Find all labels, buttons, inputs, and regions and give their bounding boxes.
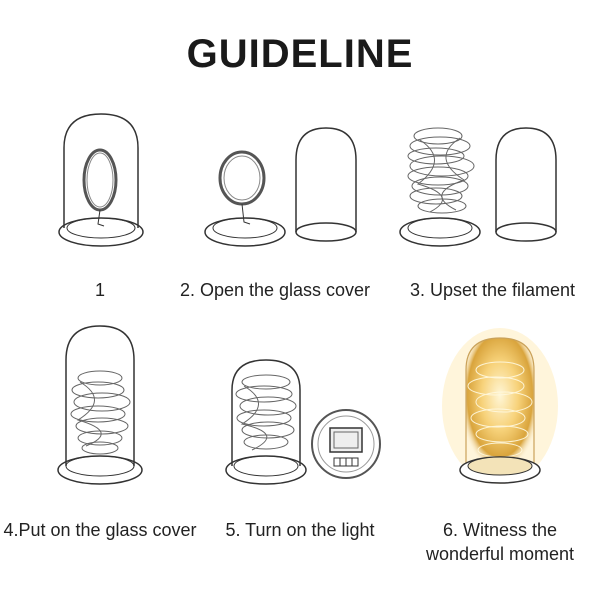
- page-title: GUIDELINE: [186, 32, 414, 76]
- step-1-illustration: [58, 113, 144, 247]
- step-6-caption-line1: 6. Witness the: [442, 520, 558, 540]
- step-2: 2. Open the glass cover: [160, 100, 390, 370]
- step-4: 4.Put on the glass cover: [0, 320, 200, 590]
- step-6-illustration: [442, 328, 558, 484]
- step-4-caption: 4.Put on the glass cover: [3, 520, 197, 540]
- step-3-illustration: [399, 127, 557, 247]
- step-6-caption-line2: wonderful moment: [425, 544, 575, 564]
- step-6: 6. Witness the wonderful moment: [400, 320, 600, 590]
- step-5-caption: 5. Turn on the light: [225, 520, 375, 540]
- step-1-caption: 1: [94, 280, 105, 300]
- step-4-illustration: [57, 325, 143, 485]
- step-3: 3. Upset the filament: [390, 100, 595, 370]
- step-5-illustration: [225, 359, 381, 485]
- step-2-illustration: [204, 127, 357, 247]
- step-1: 1: [0, 100, 200, 370]
- step-5: 5. Turn on the light: [200, 320, 400, 590]
- step-2-caption: 2. Open the glass cover: [179, 280, 371, 300]
- base-switch-icon: [311, 409, 381, 479]
- step-3-caption: 3. Upset the filament: [409, 280, 576, 300]
